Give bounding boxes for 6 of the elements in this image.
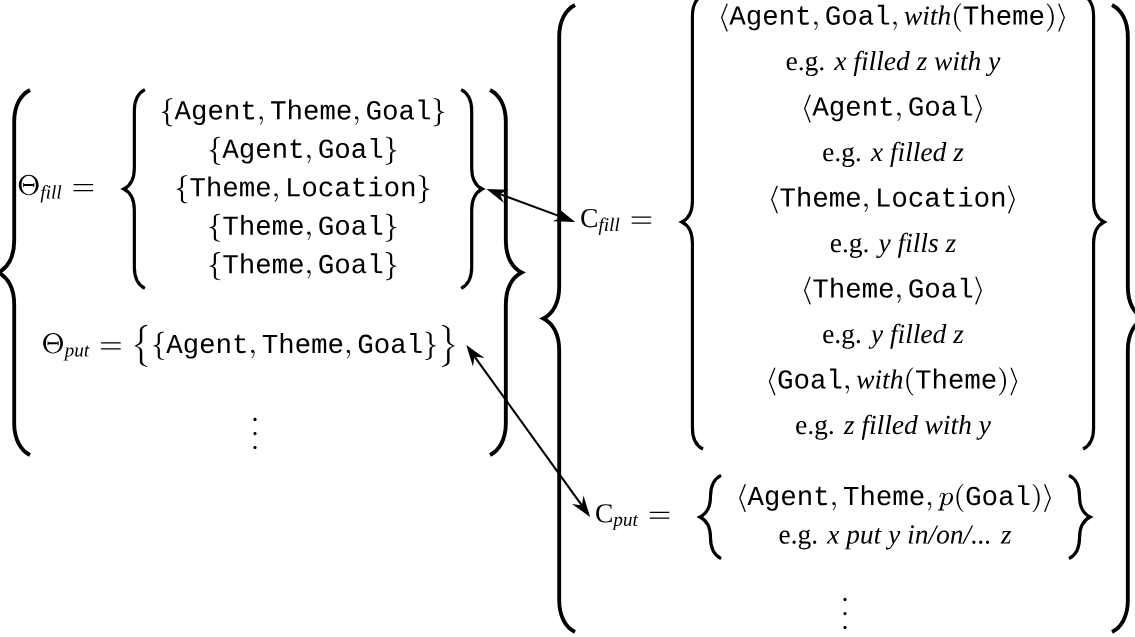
ellipsis: $\vdots$ <box>253 417 257 450</box>
set-formula: $\{\texttt{Agent}, \texttt{Theme}, \texttt{Goal}\}$ $\{\texttt{Agent}, \texttt{Goal}\}$ $\{\texttt{Theme}, \texttt{Location}\}$ $\{\texttt{Theme}, \texttt{Goal}\}$ $\{\texttt{Theme}, \texttt{Goal}\}$ $\Theta_{\mathit{fill}} =$ <box>18 88 484 290</box>
set-formula: $\Theta_{\mathit{put}} = \bigl\{\{\texttt{Agent}, \texttt{Theme}, \texttt{Goal}\}\bigr\}$ <box>43 324 455 367</box>
ellipsis: $\vdots$ <box>843 597 847 630</box>
set-formula: $\langle\texttt{Agent}, \texttt{Goal}, \mathit{with}(\texttt{Theme})\rangle$ e.g. x filled z with y $\langle\texttt{Agent}, \texttt{Goal}\rangle$ e.g. x filled z $\langle\texttt{Theme}, \texttt{Location}\rangle$ e.g. y fills z $\langle\texttt{Theme}, \texttt{Goal}\rangle$ e.g. y filled z $\langle\texttt{Goal}, \mathit{with}(\texttt{Theme})\rangle$ e.g. z filled with y $\mathrm{C}_{\mathit{fill}} =$ <box>581 0 1106 451</box>
set-formula: $\langle\texttt{Agent}, \texttt{Theme}, p(\texttt{Goal})\rangle$ e.g. x put y in/on/... z $\mathrm{C}_{\mathit{put}} =$ <box>596 474 1092 560</box>
